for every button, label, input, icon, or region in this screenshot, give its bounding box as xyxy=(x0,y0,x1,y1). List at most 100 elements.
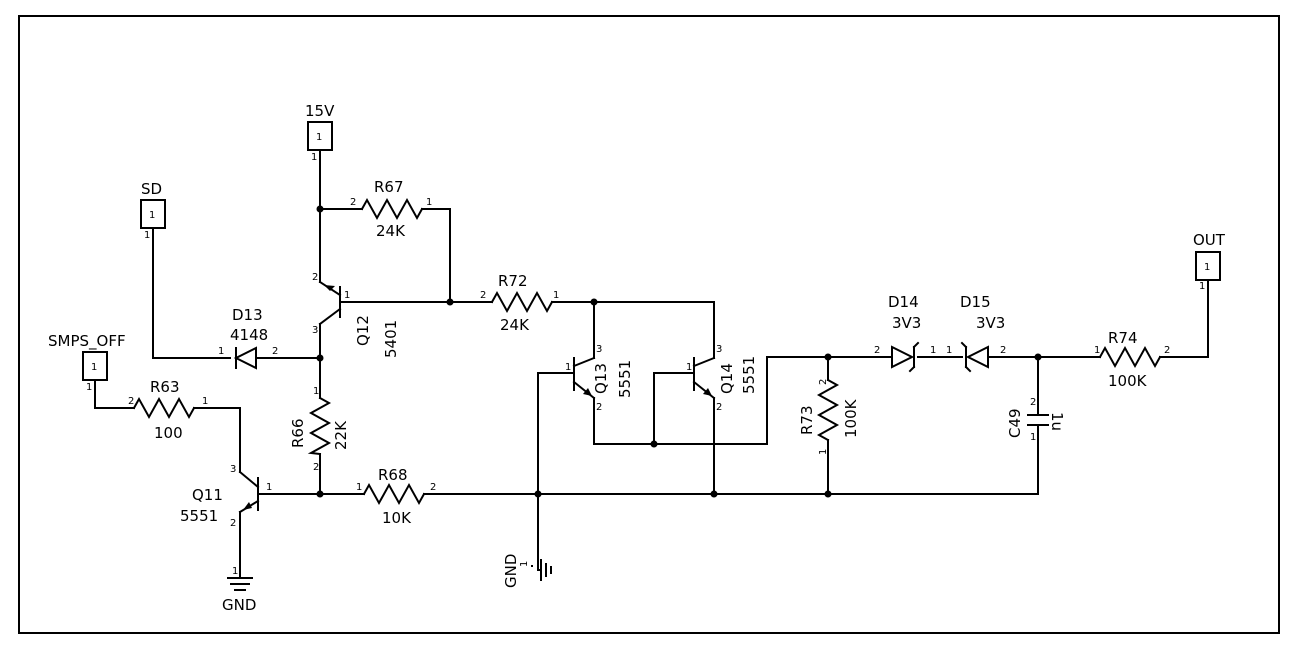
svg-text:2: 2 xyxy=(350,197,356,208)
svg-text:2: 2 xyxy=(1164,345,1170,356)
value-label: 4148 xyxy=(230,326,268,344)
resistor-r72: 2 1 R72 24K xyxy=(480,272,559,334)
svg-text:1: 1 xyxy=(218,346,224,357)
junction-dot xyxy=(316,490,324,498)
value-label: 3V3 xyxy=(892,314,921,332)
svg-text:1: 1 xyxy=(232,566,238,577)
port-smps-off: 1 1 SMPS_OFF xyxy=(48,332,126,393)
svg-text:2: 2 xyxy=(1030,397,1036,408)
svg-text:1: 1 xyxy=(144,230,150,241)
resistor-r68: 1 2 R68 10K xyxy=(356,466,436,527)
diode-d15: 1 2 D15 3V3 xyxy=(946,293,1006,373)
ref-label: D15 xyxy=(960,293,991,311)
junction-dot xyxy=(316,354,324,362)
ref-label: R67 xyxy=(374,178,404,196)
ref-label: R68 xyxy=(378,466,408,484)
svg-text:1: 1 xyxy=(565,362,571,373)
ref-label: Q14 xyxy=(718,363,736,394)
ground-label: GND xyxy=(222,596,256,614)
ground-label: GND xyxy=(502,554,520,588)
svg-text:1: 1 xyxy=(202,396,208,407)
svg-text:1: 1 xyxy=(1204,262,1210,273)
svg-text:3: 3 xyxy=(716,344,722,355)
svg-text:1: 1 xyxy=(519,561,530,567)
ref-label: R72 xyxy=(498,272,528,290)
svg-text:2: 2 xyxy=(230,518,236,529)
ground-symbol-rail: 1 GND xyxy=(502,554,552,588)
ref-label: Q13 xyxy=(592,363,610,394)
ref-label: D14 xyxy=(888,293,919,311)
capacitor-c49: 2 1 C49 1u xyxy=(1006,397,1066,443)
value-label: 24K xyxy=(376,222,406,240)
svg-text:1: 1 xyxy=(553,290,559,301)
ref-label: Q12 xyxy=(354,315,372,346)
transistor-q14: 1 3 2 Q14 5551 xyxy=(686,344,758,413)
diode-d14: 2 1 D14 3V3 xyxy=(874,293,936,373)
svg-text:1: 1 xyxy=(149,210,155,221)
ground-symbol-q11: 1 GND xyxy=(222,566,256,614)
diode-d13: 1 2 D13 4148 xyxy=(218,306,278,370)
svg-text:2: 2 xyxy=(716,402,722,413)
value-label: 5551 xyxy=(180,507,218,525)
svg-text:1: 1 xyxy=(1094,345,1100,356)
svg-text:1: 1 xyxy=(930,345,936,356)
value-label: 3V3 xyxy=(976,314,1005,332)
svg-text:1: 1 xyxy=(1199,281,1205,292)
svg-text:2: 2 xyxy=(596,402,602,413)
svg-text:1: 1 xyxy=(686,362,692,373)
port-label: SD xyxy=(141,180,162,198)
junction-dot xyxy=(710,490,718,498)
junction-dot xyxy=(824,353,832,361)
resistor-r73: 2 1 R73 100K xyxy=(798,379,860,455)
junction-dot xyxy=(1034,353,1042,361)
svg-text:1: 1 xyxy=(344,290,350,301)
svg-text:1: 1 xyxy=(356,482,362,493)
value-label: 22K xyxy=(332,420,350,450)
svg-text:2: 2 xyxy=(1000,345,1006,356)
value-label: 100 xyxy=(154,424,183,442)
svg-text:2: 2 xyxy=(128,396,134,407)
svg-text:2: 2 xyxy=(874,345,880,356)
value-label: 5401 xyxy=(382,320,400,358)
svg-text:2: 2 xyxy=(480,290,486,301)
svg-text:3: 3 xyxy=(312,325,318,336)
svg-text:2: 2 xyxy=(272,346,278,357)
svg-text:3: 3 xyxy=(230,464,236,475)
ref-label: Q11 xyxy=(192,486,223,504)
wires xyxy=(94,151,1209,578)
port-15v: 1 1 15V xyxy=(305,102,335,163)
junction-dot xyxy=(650,440,658,448)
ref-label: C49 xyxy=(1006,408,1024,438)
ref-label: R66 xyxy=(289,418,307,448)
port-out: 1 1 OUT xyxy=(1193,231,1226,292)
svg-text:2: 2 xyxy=(430,482,436,493)
svg-text:1: 1 xyxy=(818,449,829,455)
transistor-q11: 1 3 2 Q11 5551 xyxy=(180,464,272,529)
value-label: 100K xyxy=(1108,372,1148,390)
ref-label: R74 xyxy=(1108,329,1138,347)
transistor-q12: 1 2 3 Q12 5401 xyxy=(312,272,400,358)
svg-text:1: 1 xyxy=(316,132,322,143)
value-label: 24K xyxy=(500,316,530,334)
junctions xyxy=(316,205,1042,498)
ref-label: R63 xyxy=(150,378,180,396)
junction-dot xyxy=(316,205,324,213)
junction-dot xyxy=(590,298,598,306)
resistor-r74: 1 2 R74 100K xyxy=(1094,329,1170,390)
value-label: 1u xyxy=(1048,412,1066,431)
svg-text:1: 1 xyxy=(426,197,432,208)
svg-text:1: 1 xyxy=(313,386,319,397)
svg-text:2: 2 xyxy=(313,462,319,473)
resistor-r66: 1 2 R66 22K xyxy=(289,386,350,473)
port-label: SMPS_OFF xyxy=(48,332,126,351)
value-label: 5551 xyxy=(740,356,758,394)
svg-text:1: 1 xyxy=(946,345,952,356)
svg-text:2: 2 xyxy=(818,379,829,385)
ref-label: D13 xyxy=(232,306,263,324)
svg-text:3: 3 xyxy=(596,344,602,355)
port-sd: 1 1 SD xyxy=(140,180,166,241)
value-label: 10K xyxy=(382,509,412,527)
sheet-border xyxy=(18,15,1280,634)
svg-text:1: 1 xyxy=(91,362,97,373)
